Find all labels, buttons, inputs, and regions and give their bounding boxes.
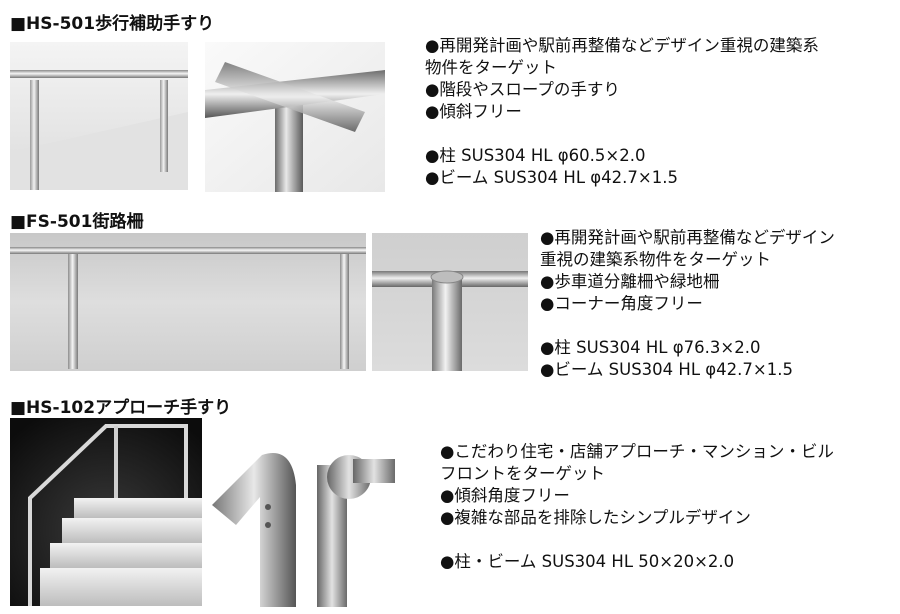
hs102-corner-closeup-1 xyxy=(212,445,300,607)
desc-line: ●複雑な部品を排除したシンプルデザイン xyxy=(440,508,751,527)
hs102-approach-photo xyxy=(10,418,202,606)
desc-line: ●柱 SUS304 HL φ60.5×2.0 xyxy=(425,146,646,165)
hs501-description: ●再開発計画や駅前再整備などデザイン重視の建築系 物件をターゲット ●階段やスロ… xyxy=(425,35,819,189)
desc-line: ●柱・ビーム SUS304 HL 50×20×2.0 xyxy=(440,552,735,571)
hs102-description: ●こだわり住宅・店舗アプローチ・マンション・ビル フロントをターゲット ●傾斜角… xyxy=(440,441,834,573)
desc-line: 物件をターゲット xyxy=(425,58,557,77)
desc-line: ●再開発計画や駅前再整備などデザイン xyxy=(540,228,835,247)
desc-line: 重視の建築系物件をターゲット xyxy=(540,250,771,269)
fs501-joint-closeup xyxy=(372,233,528,371)
hs501-railing-photo xyxy=(10,42,188,190)
desc-line xyxy=(440,529,834,551)
desc-line xyxy=(540,315,835,337)
desc-line: ●階段やスロープの手すり xyxy=(425,80,620,99)
desc-line: ●傾斜フリー xyxy=(425,102,522,121)
desc-line: ●再開発計画や駅前再整備などデザイン重視の建築系 xyxy=(425,36,819,55)
desc-line xyxy=(425,123,819,145)
desc-line: フロントをターゲット xyxy=(440,464,605,483)
hs102-corner-closeup-2 xyxy=(313,445,395,607)
desc-line: ●歩車道分離柵や緑地柵 xyxy=(540,272,720,291)
section-title-fs501: ■FS-501街路柵 xyxy=(10,212,144,232)
desc-line: ●ビーム SUS304 HL φ42.7×1.5 xyxy=(540,360,793,379)
hs501-joint-closeup xyxy=(205,42,385,192)
desc-line: ●傾斜角度フリー xyxy=(440,486,570,505)
section-title-hs501: ■HS-501歩行補助手すり xyxy=(10,14,215,34)
fs501-description: ●再開発計画や駅前再整備などデザイン 重視の建築系物件をターゲット ●歩車道分離… xyxy=(540,227,835,381)
desc-line: ●コーナー角度フリー xyxy=(540,294,703,313)
section-title-hs102: ■HS-102アプローチ手すり xyxy=(10,398,232,418)
fs501-fence-photo xyxy=(10,233,366,371)
desc-line: ●柱 SUS304 HL φ76.3×2.0 xyxy=(540,338,761,357)
desc-line: ●こだわり住宅・店舗アプローチ・マンション・ビル xyxy=(440,442,834,461)
desc-line: ●ビーム SUS304 HL φ42.7×1.5 xyxy=(425,168,678,187)
